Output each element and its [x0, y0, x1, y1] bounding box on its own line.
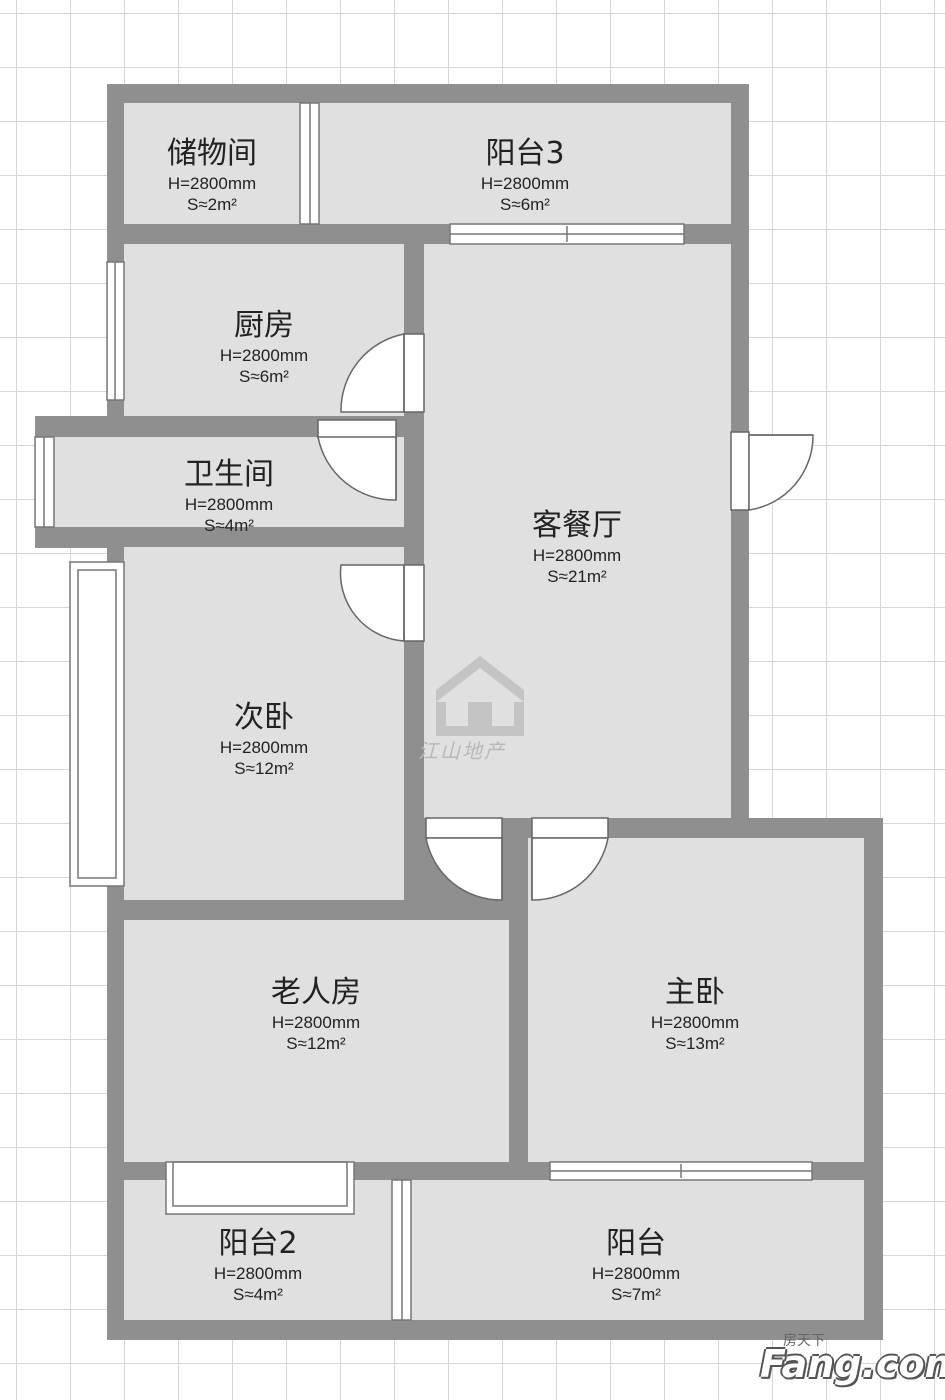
room-s: S≈12m² [286, 1034, 346, 1053]
floor-storage [124, 103, 300, 224]
room-s: S≈6m² [500, 195, 550, 214]
room-s: S≈4m² [233, 1285, 283, 1304]
brand-subtitle: 房天下 [783, 1333, 825, 1349]
openings [34, 102, 813, 1321]
room-h: H=2800mm [591, 1264, 681, 1283]
room-s: S≈7m² [611, 1285, 661, 1304]
room-s: S≈13m² [665, 1034, 725, 1053]
room-name: 阳台2 [218, 1226, 298, 1261]
door-bathroom [317, 419, 397, 501]
brand-logo: Fang.com [760, 1342, 945, 1386]
swing-doors [317, 333, 814, 901]
room-h: H=2800mm [184, 495, 274, 514]
door-kitchen [340, 333, 425, 413]
room-name: 卫生间 [184, 457, 274, 492]
room-h: H=2800mm [480, 174, 570, 193]
door-entrance [730, 431, 814, 511]
room-h: H=2800mm [271, 1013, 361, 1032]
watermark-text: 江山地产 [418, 739, 506, 763]
room-name: 主卧 [664, 975, 725, 1010]
window-second-bedroom-inner [77, 569, 117, 879]
room-h: H=2800mm [167, 174, 257, 193]
room-h: H=2800mm [213, 1264, 303, 1283]
room-name: 储物间 [167, 136, 257, 171]
door-second-bedroom [339, 564, 425, 642]
room-name: 阳台3 [485, 136, 565, 171]
door-master-bedroom [531, 817, 609, 901]
room-h: H=2800mm [650, 1013, 740, 1032]
door-elder-room [425, 817, 503, 901]
room-s: S≈12m² [234, 759, 294, 778]
room-floors [54, 103, 864, 1320]
room-s: S≈2m² [187, 195, 237, 214]
floor-balcony [411, 1180, 864, 1320]
room-name: 厨房 [233, 308, 294, 343]
room-s: S≈6m² [239, 367, 289, 386]
watermark-logo-icon [436, 656, 524, 736]
room-h: H=2800mm [532, 546, 622, 565]
room-name: 阳台 [605, 1226, 666, 1261]
floor-elder-room [124, 920, 509, 1162]
floor-master-bedroom [528, 838, 864, 1162]
window-second-bedroom-bay [69, 561, 125, 887]
room-s: S≈21m² [547, 567, 607, 586]
room-s: S≈4m² [204, 516, 254, 535]
room-name: 老人房 [271, 975, 361, 1010]
room-name: 客餐厅 [532, 508, 622, 543]
room-h: H=2800mm [219, 346, 309, 365]
room-name: 次卧 [233, 700, 294, 735]
floor-balcony3 [319, 103, 731, 224]
room-h: H=2800mm [219, 738, 309, 757]
